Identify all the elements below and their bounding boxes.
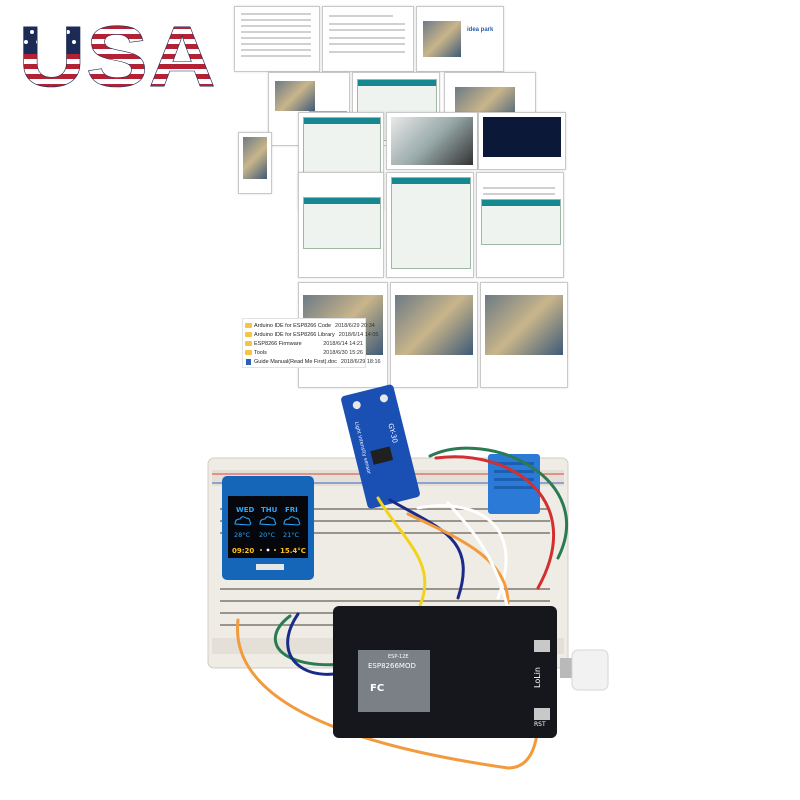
usb-cable [571, 649, 609, 691]
folder-icon [245, 350, 252, 355]
folder-icon [245, 341, 252, 346]
file-name: Arduino IDE for ESP8266 Code [254, 322, 332, 329]
file-date: 2018/6/14 14:05 [338, 331, 379, 338]
file-row[interactable]: Arduino IDE for ESP8266 Library 2018/6/1… [245, 330, 378, 339]
file-date: 2018/6/14 14:21 [323, 340, 363, 347]
manual-page [386, 112, 478, 170]
brand-badge: idea park [467, 27, 494, 33]
flash-button [534, 640, 550, 652]
file-row[interactable]: ESP8266 Firmware 2018/6/14 14:21 [245, 339, 363, 348]
oled-screen [228, 496, 308, 558]
manual-page [390, 282, 478, 388]
esp8266-module-shield [358, 650, 430, 712]
file-list: Arduino IDE for ESP8266 Code 2018/6/29 2… [242, 318, 381, 368]
dht-sensor [488, 454, 540, 514]
board-module-sublabel: ESP-12E [388, 654, 409, 660]
manual-page [238, 132, 272, 194]
reset-label: RST [534, 721, 546, 728]
file-date: 2018/6/30 15:26 [323, 349, 363, 356]
file-name: ESP8266 Firmware [254, 340, 302, 347]
manual-page [298, 112, 384, 210]
oled-day-fri: FRI [285, 506, 298, 514]
word-document-icon [246, 358, 251, 365]
cloud-icon [234, 516, 301, 526]
folder-icon [245, 332, 252, 337]
oled-temp-thu: 20°C [259, 531, 276, 539]
manual-page [386, 172, 474, 278]
esp8266-nodemcu-board: ESP8266MOD ESP-12E FC LoLin RST [333, 606, 572, 738]
oled-display-module: WED THU FRI 28°C 20°C 21°C 09:20 15.4°C [222, 476, 314, 580]
manual-page [478, 112, 566, 170]
file-date: 2018/6/29 18:16 [340, 358, 381, 365]
file-row[interactable]: Tools 2018/6/30 15:26 [245, 348, 363, 357]
oled-day-thu: THU [261, 506, 278, 514]
oled-day-wed: WED [236, 506, 255, 514]
file-name: Guide Manual(Read Me First).doc [254, 358, 337, 365]
gy30-light-sensor: GY-30 Light intensity sensor [341, 384, 420, 509]
folder-icon [245, 323, 252, 328]
file-name: Arduino IDE for ESP8266 Library [254, 331, 335, 338]
file-date: 2018/6/29 20:34 [335, 322, 375, 329]
manual-page [476, 172, 564, 278]
guide-manual-collage: idea park [232, 4, 600, 388]
manual-page [322, 6, 414, 72]
usa-logo-text: USA [18, 9, 216, 105]
usa-flag-logo: USA USA [18, 9, 217, 106]
file-row[interactable]: Arduino IDE for ESP8266 Code 2018/6/29 2… [245, 321, 375, 330]
oled-temp-wed: 28°C [234, 531, 251, 539]
manual-page: idea park [416, 6, 504, 72]
fcc-logo: FC [370, 683, 384, 694]
micro-usb-port [560, 658, 572, 678]
reset-button [534, 708, 550, 720]
manual-page [480, 282, 568, 388]
manual-page [234, 6, 320, 72]
weather-station-hardware-photo: WED THU FRI 28°C 20°C 21°C 09:20 15.4°C … [207, 384, 609, 790]
manual-page [298, 172, 384, 278]
oled-current-temp: 15.4°C [280, 547, 306, 555]
oled-temp-fri: 21°C [283, 531, 300, 539]
board-brand-label: LoLin [533, 667, 542, 688]
file-row[interactable]: Guide Manual(Read Me First).doc 2018/6/2… [245, 357, 381, 366]
file-name: Tools [254, 349, 267, 356]
oled-time: 09:20 [232, 547, 254, 555]
board-module-label: ESP8266MOD [368, 662, 416, 670]
